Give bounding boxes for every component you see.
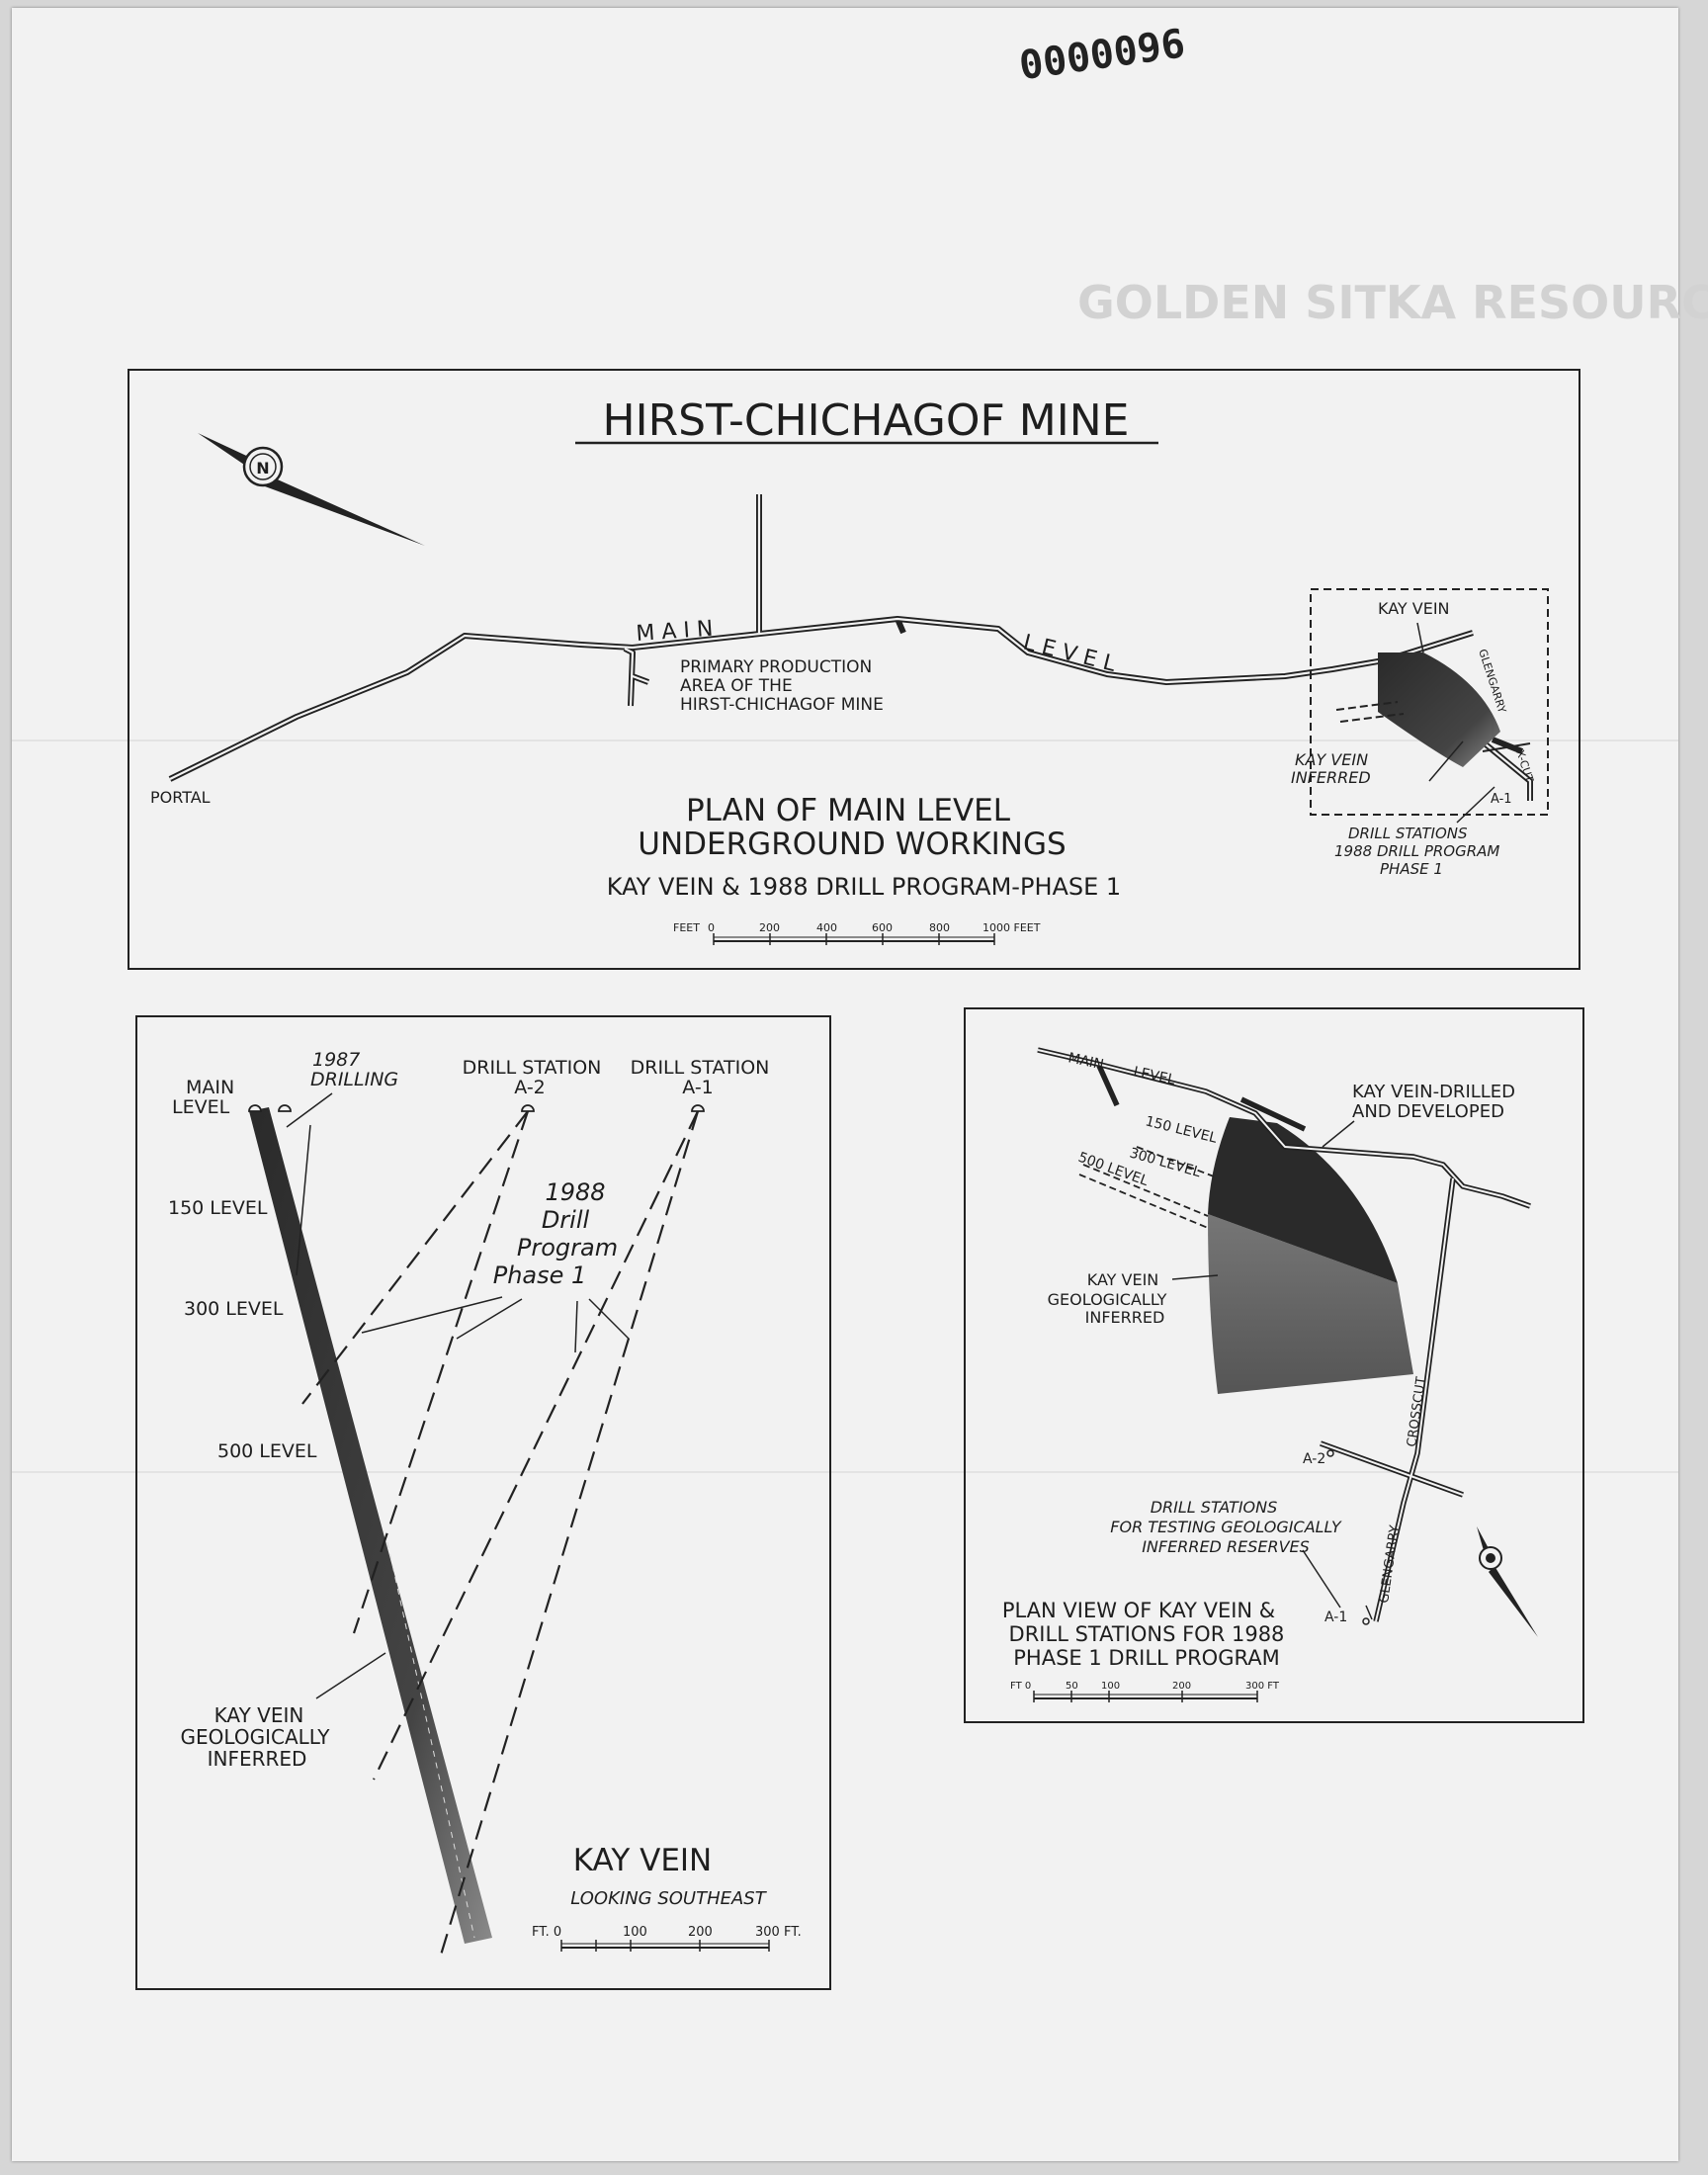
a1-label: A-1	[1491, 792, 1512, 807]
kay-vein-inferred-label: KAY VEIN	[1295, 750, 1368, 769]
pv-drilled-label: KAY VEIN-DRILLED	[1352, 1082, 1515, 1102]
svg-text:800: 800	[929, 921, 950, 934]
svg-text:AREA OF THE: AREA OF THE	[680, 676, 793, 696]
svg-text:FT. 0: FT. 0	[532, 1925, 561, 1940]
svg-text:AND DEVELOPED: AND DEVELOPED	[1352, 1101, 1504, 1122]
north-arrow-icon: N	[198, 433, 425, 546]
faint-header: GOLDEN SITKA RESOURCES INC.	[1077, 276, 1708, 329]
pv-a1-label: A-1	[1324, 1610, 1347, 1625]
svg-text:INFERRED: INFERRED	[1291, 768, 1371, 787]
drill-stations-label: DRILL STATIONS	[1348, 825, 1468, 842]
svg-text:1988 DRILL PROGRAM: 1988 DRILL PROGRAM	[1334, 842, 1499, 860]
production-area-label: PRIMARY PRODUCTION	[680, 657, 872, 677]
svg-text:Drill: Drill	[542, 1206, 590, 1234]
svg-text:200: 200	[1172, 1681, 1191, 1692]
svg-text:Phase 1: Phase 1	[493, 1262, 587, 1289]
level-word-label: L E V E L	[1021, 631, 1119, 678]
plan-vein-drilled	[1208, 1117, 1398, 1283]
svg-text:600: 600	[872, 921, 893, 934]
pv-a2-label: A-2	[1303, 1451, 1325, 1467]
drill-station-a1-label: DRILL STATION	[631, 1057, 770, 1079]
section-scale-bar: FT. 0 100 200 300 FT.	[532, 1925, 802, 1952]
kay-vein-label: KAY VEIN	[1378, 599, 1450, 618]
svg-text:300 FT: 300 FT	[1245, 1681, 1280, 1692]
svg-text:1000 FEET: 1000 FEET	[982, 921, 1041, 934]
svg-text:200: 200	[759, 921, 780, 934]
plan-view-panel: MAIN LEVEL 150 LEVEL 300 LEVEL 500 LEVEL…	[964, 1007, 1584, 1723]
plan-view-north-arrow-icon	[1477, 1526, 1538, 1637]
drilling-1987-label: 1987	[312, 1049, 360, 1071]
svg-text:0: 0	[708, 921, 715, 934]
svg-text:INFERRED: INFERRED	[208, 1747, 307, 1771]
drill-station-a2-marker	[521, 1104, 535, 1112]
svg-text:400: 400	[816, 921, 837, 934]
svg-text:50: 50	[1066, 1681, 1078, 1692]
plan-view-scale-bar: FT 0 50 100 200 300 FT	[1010, 1681, 1280, 1702]
section-frame	[135, 1015, 831, 1990]
main-plan-scale-bar: FEET 0 200 400 600 800 1000 FEET	[673, 921, 1041, 945]
svg-text:HIRST-CHICHAGOF MINE: HIRST-CHICHAGOF MINE	[680, 695, 884, 715]
section-kay-vein	[249, 1107, 492, 1944]
section-kay-vein-label: KAY VEIN	[214, 1703, 304, 1727]
section-panel: MAIN LEVEL 1987 DRILLING DRILL STATION A…	[135, 1015, 831, 1990]
kay-vein-inset-box	[1310, 588, 1549, 816]
pv-level-label: LEVEL	[1132, 1064, 1176, 1088]
section-title: KAY VEIN	[573, 1843, 713, 1878]
svg-text:PHASE 1: PHASE 1	[1380, 860, 1443, 878]
drill-station-a1-marker	[691, 1104, 705, 1112]
portal-label: PORTAL	[150, 788, 211, 807]
pv-caption-2: DRILL STATIONS FOR 1988	[1009, 1622, 1285, 1646]
plan-vein-inferred	[1208, 1214, 1413, 1394]
pv-main-label: MAIN	[1067, 1050, 1105, 1073]
svg-text:100: 100	[623, 1925, 647, 1940]
svg-text:GEOLOGICALLY: GEOLOGICALLY	[181, 1725, 331, 1749]
drill-station-a2-label: DRILL STATION	[463, 1057, 602, 1079]
svg-text:FOR TESTING GEOLOGICALLY: FOR TESTING GEOLOGICALLY	[1110, 1518, 1342, 1536]
section-drill-holes	[301, 1110, 700, 1962]
main-word-label: M A I N	[636, 617, 715, 647]
svg-text:DRILLING: DRILLING	[310, 1069, 398, 1090]
xcut-label: X-CUT	[1513, 748, 1536, 784]
fold-line	[12, 1471, 1678, 1473]
main-plan-frame	[128, 369, 1580, 970]
main-level-marker	[248, 1104, 262, 1112]
svg-text:FEET: FEET	[673, 921, 700, 934]
fold-line	[12, 740, 1678, 741]
svg-text:200: 200	[688, 1925, 713, 1940]
pv-inferred-label: KAY VEIN	[1087, 1270, 1159, 1289]
document-sheet	[12, 8, 1678, 2161]
pv-glengarry-label: GLENGARRY	[1377, 1524, 1403, 1605]
svg-text:Program: Program	[517, 1234, 618, 1262]
plan-caption-2: UNDERGROUND WORKINGS	[638, 826, 1066, 862]
svg-text:INFERRED: INFERRED	[1085, 1308, 1165, 1327]
kay-vein-mass	[1378, 652, 1500, 767]
svg-text:LEVEL: LEVEL	[172, 1096, 230, 1118]
level-150-label: 150 LEVEL	[168, 1197, 268, 1219]
level-300-label: 300 LEVEL	[184, 1298, 284, 1320]
svg-text:INFERRED RESERVES: INFERRED RESERVES	[1142, 1537, 1310, 1556]
level-500-label: 500 LEVEL	[217, 1440, 317, 1462]
main-plan-panel: HIRST-CHICHAGOF MINE N	[128, 369, 1580, 970]
pv-level-150-label: 150 LEVEL	[1144, 1113, 1219, 1146]
drill-program-1988-label: 1988	[545, 1178, 605, 1206]
svg-text:A-2: A-2	[514, 1077, 546, 1098]
drilling-1987-marker	[278, 1104, 292, 1112]
svg-text:FT 0: FT 0	[1010, 1681, 1031, 1692]
main-plan-title: HIRST-CHICHAGOF MINE	[603, 395, 1130, 446]
stamp-number: 0000096	[1016, 21, 1187, 89]
section-subtitle: LOOKING SOUTHEAST	[570, 1888, 767, 1909]
plan-caption-3: KAY VEIN & 1988 DRILL PROGRAM-PHASE 1	[607, 873, 1121, 901]
plan-view-frame	[964, 1007, 1584, 1723]
main-level-label: MAIN	[186, 1077, 234, 1098]
svg-text:GEOLOGICALLY: GEOLOGICALLY	[1048, 1290, 1167, 1309]
svg-text:100: 100	[1101, 1681, 1120, 1692]
svg-text:300 FT.: 300 FT.	[755, 1925, 802, 1940]
pv-caption-3: PHASE 1 DRILL PROGRAM	[1013, 1646, 1279, 1670]
plan-caption-1: PLAN OF MAIN LEVEL	[686, 793, 1011, 828]
svg-text:N: N	[256, 459, 269, 478]
svg-text:A-1: A-1	[682, 1077, 714, 1098]
pv-caption-1: PLAN VIEW OF KAY VEIN &	[1002, 1599, 1275, 1622]
pv-drill-stations-label: DRILL STATIONS	[1151, 1498, 1278, 1517]
